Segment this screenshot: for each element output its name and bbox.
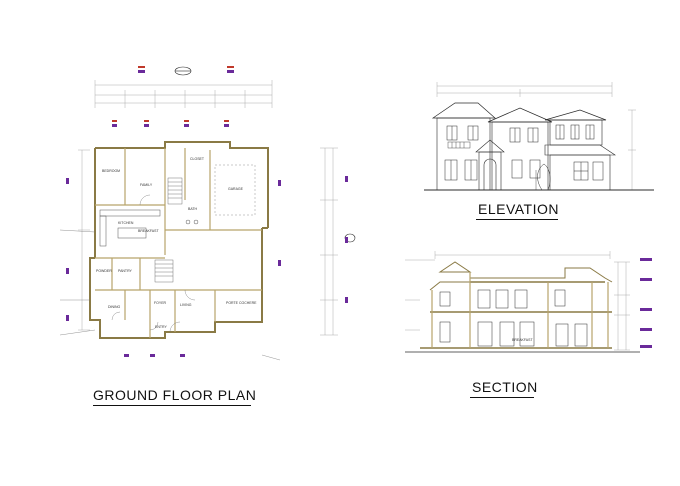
plan-title: GROUND FLOOR PLAN xyxy=(93,387,257,403)
section-slabs xyxy=(420,281,612,349)
elevation-tree xyxy=(537,163,551,191)
elevation-title: ELEVATION xyxy=(478,201,560,217)
section-room-label: BREAKFAST xyxy=(512,338,533,342)
elevation-dimensions xyxy=(424,82,654,191)
section-roof xyxy=(438,261,472,273)
room-label-bedroom: BEDROOM xyxy=(102,169,120,173)
plan-stair xyxy=(154,177,183,283)
plan-view-tags xyxy=(66,66,348,357)
section-title-underline xyxy=(470,397,534,398)
elevation-left-roof xyxy=(431,102,496,119)
section-dimensions xyxy=(405,251,630,351)
plan-garage xyxy=(214,164,256,216)
plan-top-dimensions xyxy=(94,80,273,108)
section-level-markers xyxy=(640,258,652,348)
room-label-foyer: FOYER xyxy=(154,301,167,305)
section-openings xyxy=(439,289,588,347)
plan-left-dimensions xyxy=(78,149,90,331)
section-title: SECTION xyxy=(472,379,538,395)
room-label-entry: ENTRY xyxy=(155,325,167,329)
room-label-family: FAMILY xyxy=(140,183,153,187)
section-walls xyxy=(431,272,609,348)
plan-door-swings xyxy=(111,194,196,333)
room-label-living: LIVING xyxy=(180,303,192,307)
front-elevation xyxy=(424,82,654,191)
room-label-garage: GARAGE xyxy=(228,187,244,191)
room-label-breakfast: BREAKFAST xyxy=(138,229,159,233)
room-label-closet: CLOSET xyxy=(190,157,205,161)
plan-interior-walls xyxy=(95,148,262,338)
plan-callout-leaders xyxy=(59,229,281,361)
elevation-windows xyxy=(444,124,604,181)
room-label-powder: POWDER xyxy=(96,269,112,273)
plan-room-labels: BEDROOM FAMILY GARAGE KITCHEN BREAKFAST … xyxy=(96,157,257,329)
elevation-right-roof xyxy=(544,109,607,121)
room-label-dining: DINING xyxy=(108,305,121,309)
room-label-bath: BATH xyxy=(188,207,198,211)
room-label-pantry: PANTRY xyxy=(118,269,133,273)
plan-title-underline xyxy=(93,405,251,406)
elevation-balcony xyxy=(447,141,471,149)
ground-floor-plan xyxy=(59,66,356,361)
plan-right-dimensions xyxy=(320,147,338,336)
room-label-porte: PORTE COCHERE xyxy=(226,301,257,305)
plan-kitchen-counters xyxy=(99,209,199,247)
room-label-kitchen: KITCHEN xyxy=(118,221,134,225)
building-section xyxy=(405,251,652,353)
plan-north-arrow xyxy=(174,66,192,76)
elevation-title-underline xyxy=(476,219,558,220)
